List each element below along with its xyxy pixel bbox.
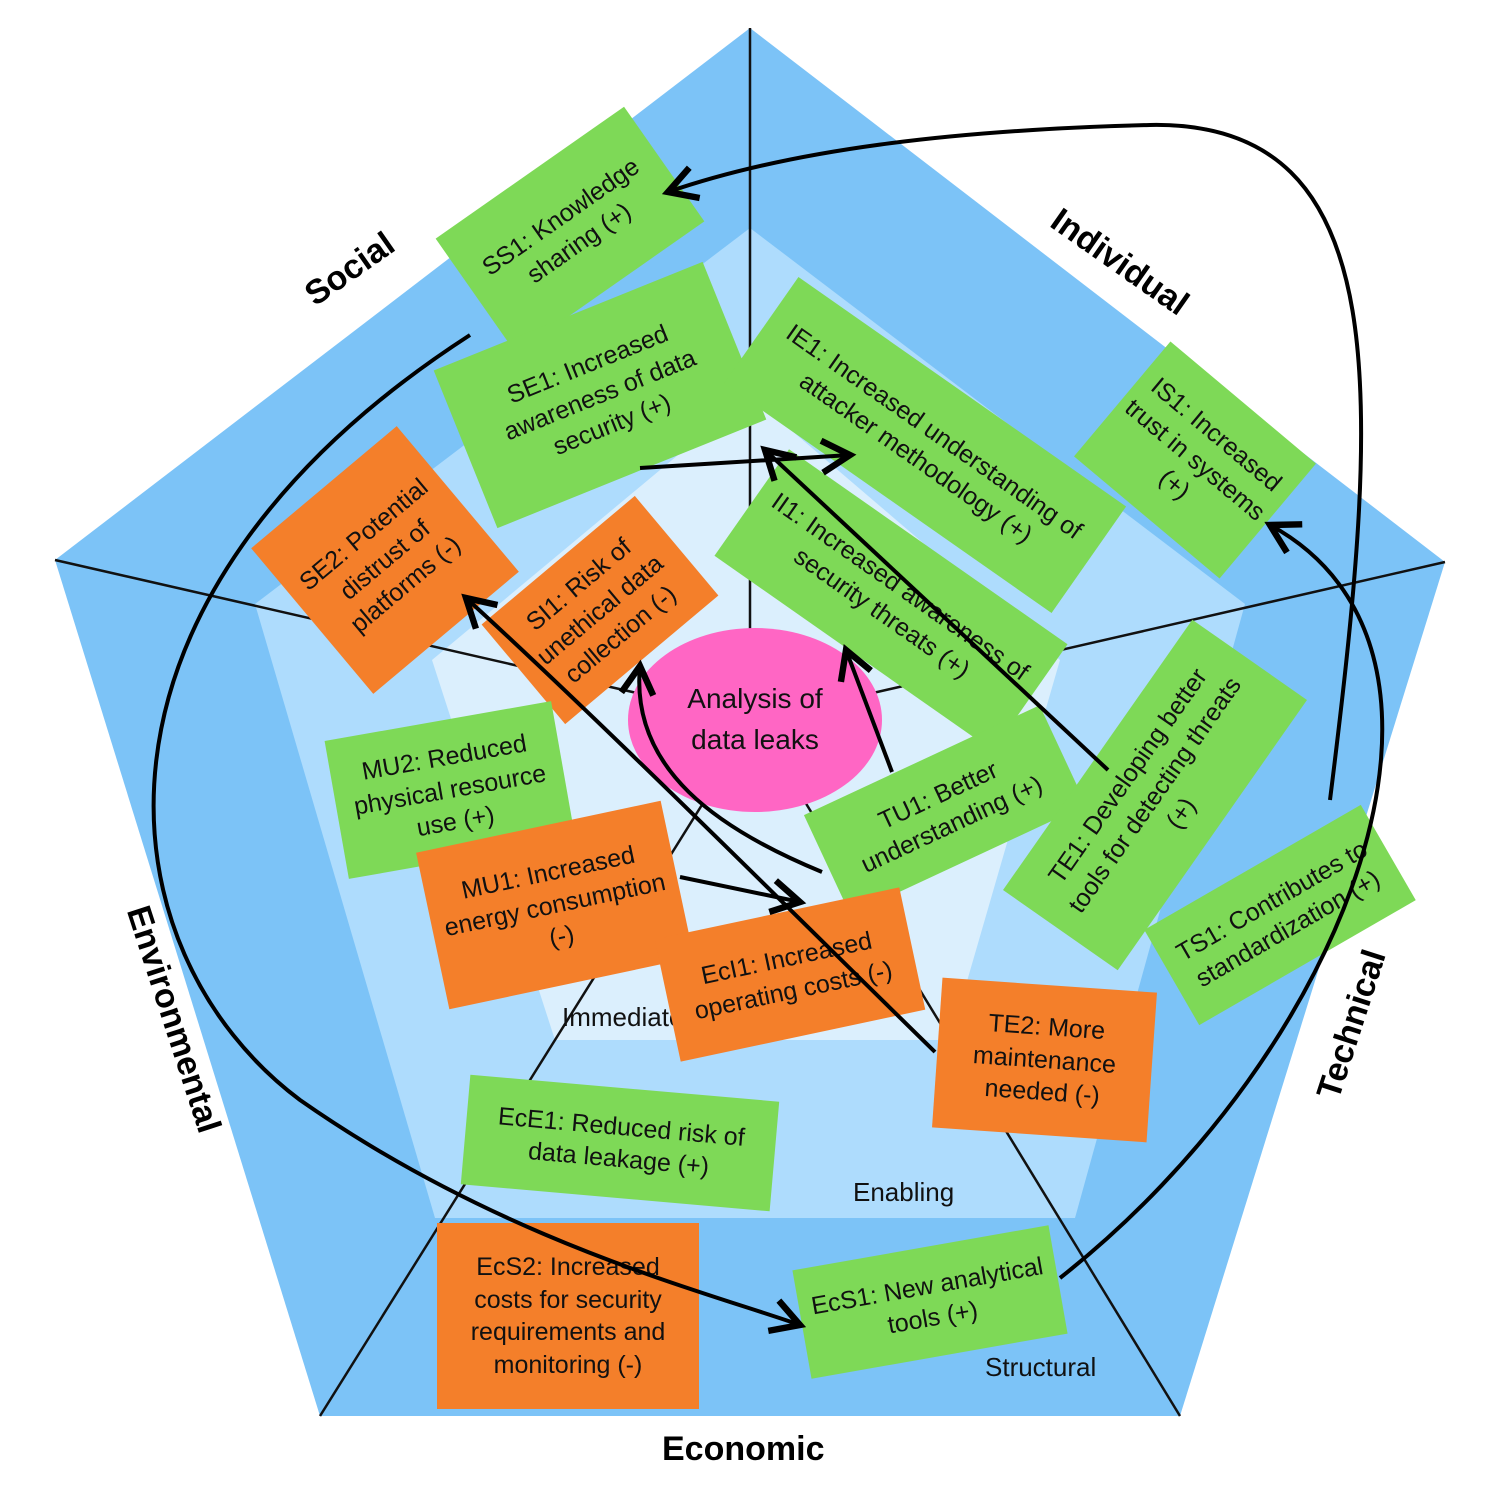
note-ecs2: EcS2: Increased costs for security requi… xyxy=(437,1223,699,1409)
zone-enabling: Enabling xyxy=(853,1177,955,1207)
center-label-line2: data leaks xyxy=(691,724,819,755)
zone-immediate: Immediate xyxy=(562,1002,684,1032)
zone-structural: Structural xyxy=(985,1352,1097,1382)
center-label-line1: Analysis of xyxy=(687,683,823,715)
dimension-economic: Economic xyxy=(662,1430,825,1468)
center-topic: Analysis of data leaks xyxy=(628,628,882,812)
note-te2: TE2: More maintenance needed (-) xyxy=(932,977,1157,1143)
